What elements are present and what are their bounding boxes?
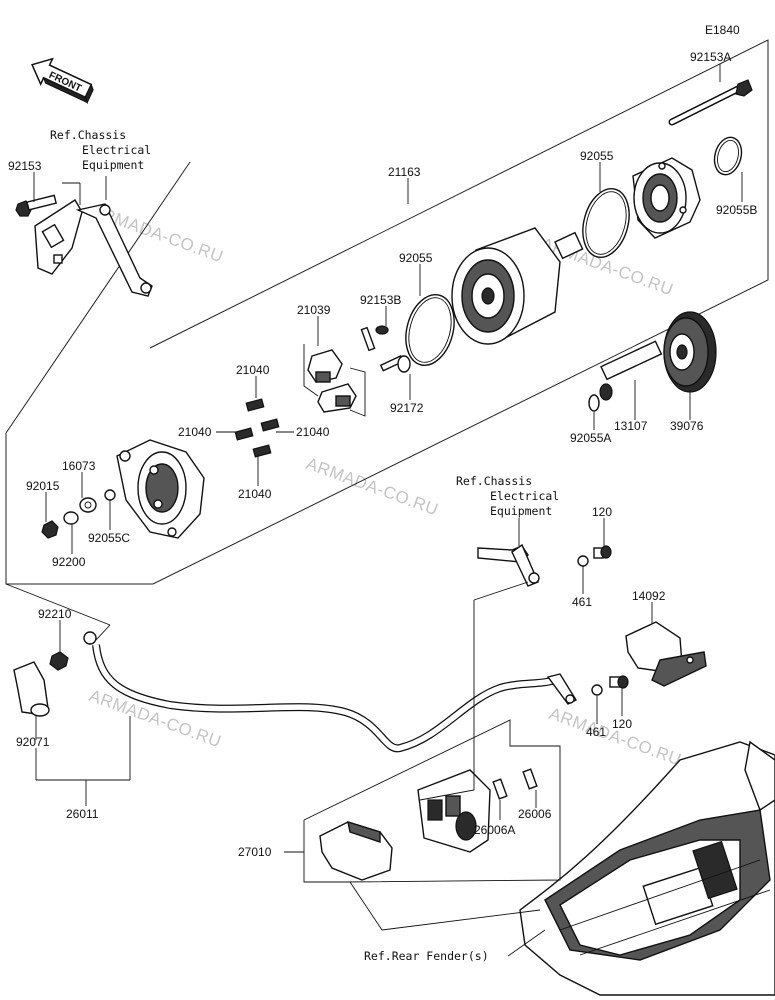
leader-lines [5, 64, 743, 957]
fuse-26006 [522, 768, 538, 790]
washer-461-b [591, 684, 603, 696]
label-92071: 92071 [16, 735, 50, 749]
washer-92200 [63, 511, 79, 525]
starter-motor-body [451, 227, 584, 345]
bolt-120-a [593, 545, 612, 559]
part-labels: 92153A 92153 21163 92055 92055B 92055 92… [8, 50, 757, 859]
o-ring-92055A [588, 394, 600, 412]
starter-cable-26011 [83, 631, 577, 753]
label-21040-c: 21040 [296, 425, 330, 439]
bolt-120-b [609, 675, 629, 689]
washer-16073 [79, 497, 97, 513]
label-120-a: 120 [592, 505, 612, 519]
label-26006: 26006 [518, 807, 552, 821]
svg-text:Electrical: Electrical [82, 143, 151, 157]
svg-text:Electrical: Electrical [490, 489, 559, 503]
watermark: ARMADA-CO.RU [547, 704, 684, 769]
front-housing-16073 [116, 439, 205, 539]
starter-assembly-outline [5, 39, 769, 585]
label-13107: 13107 [614, 419, 648, 433]
screw-92172 [379, 355, 411, 373]
label-92172: 92172 [390, 401, 424, 415]
brush-holder-21039 [303, 344, 366, 417]
label-14092: 14092 [632, 589, 666, 603]
starter-relay-connector [417, 769, 491, 853]
label-92055A: 92055A [570, 431, 611, 445]
watermark: ARMADA-CO.RU [304, 454, 441, 519]
ref-chassis-note-2: Ref.Chassis Electrical Equipment [456, 474, 559, 518]
label-461-b: 461 [586, 725, 606, 739]
label-21040-a: 21040 [236, 363, 270, 377]
svg-text:Equipment: Equipment [490, 504, 552, 518]
watermark: ARMADA-CO.RU [87, 686, 224, 751]
label-16073: 16073 [62, 459, 96, 473]
nut-92210 [49, 651, 69, 671]
nut-92015 [41, 520, 59, 539]
label-92153: 92153 [8, 159, 42, 173]
label-92055-mid: 92055 [399, 251, 433, 265]
label-461-a: 461 [572, 595, 592, 609]
idle-gear-39076 [663, 311, 717, 393]
spring-21040 [234, 398, 280, 458]
bolt-92153 [15, 194, 57, 217]
terminal-cover-14092 [625, 621, 707, 687]
label-92055-top: 92055 [580, 149, 614, 163]
shaft-13107 [599, 340, 663, 401]
label-27010: 27010 [238, 845, 272, 859]
label-92153B: 92153B [360, 293, 401, 307]
front-arrow-icon: FRONT [31, 57, 94, 104]
svg-text:Equipment: Equipment [82, 158, 144, 172]
label-92210: 92210 [38, 607, 72, 621]
through-bolt-92153A [668, 79, 753, 126]
label-21040-b: 21040 [178, 425, 212, 439]
label-92015: 92015 [26, 479, 60, 493]
o-ring-92055C [104, 489, 116, 501]
terminal-boot-92071 [13, 661, 50, 717]
diagram-code: E1840 [705, 23, 740, 37]
relay-27010 [319, 820, 393, 881]
starter-end-cover [632, 157, 701, 239]
label-21040-d: 21040 [238, 487, 272, 501]
label-92200: 92200 [52, 555, 86, 569]
washer-461-a [577, 555, 589, 567]
o-ring-92055-top [582, 188, 630, 258]
rear-fender [519, 740, 775, 996]
label-26011: 26011 [66, 807, 99, 821]
chassis-bracket [34, 176, 153, 297]
label-92055C: 92055C [88, 531, 130, 545]
label-21039: 21039 [297, 303, 331, 317]
label-39076: 39076 [670, 419, 704, 433]
label-26006A: 26006A [474, 823, 515, 837]
screw-92153B [360, 325, 389, 352]
ref-rear-fender-note: Ref.Rear Fender(s) [364, 949, 489, 963]
chassis-terminal-bracket [477, 518, 540, 587]
ref-chassis-note-1: Ref.Chassis Electrical Equipment [50, 128, 151, 172]
label-21163: 21163 [388, 165, 421, 179]
label-120-b: 120 [612, 717, 632, 731]
label-92153A: 92153A [690, 50, 731, 64]
svg-text:Ref.Chassis: Ref.Chassis [456, 474, 532, 488]
label-92055B: 92055B [716, 203, 757, 217]
fuse-26006A [492, 778, 508, 800]
svg-text:Ref.Chassis: Ref.Chassis [50, 128, 126, 142]
o-ring-92055-mid [405, 294, 455, 366]
